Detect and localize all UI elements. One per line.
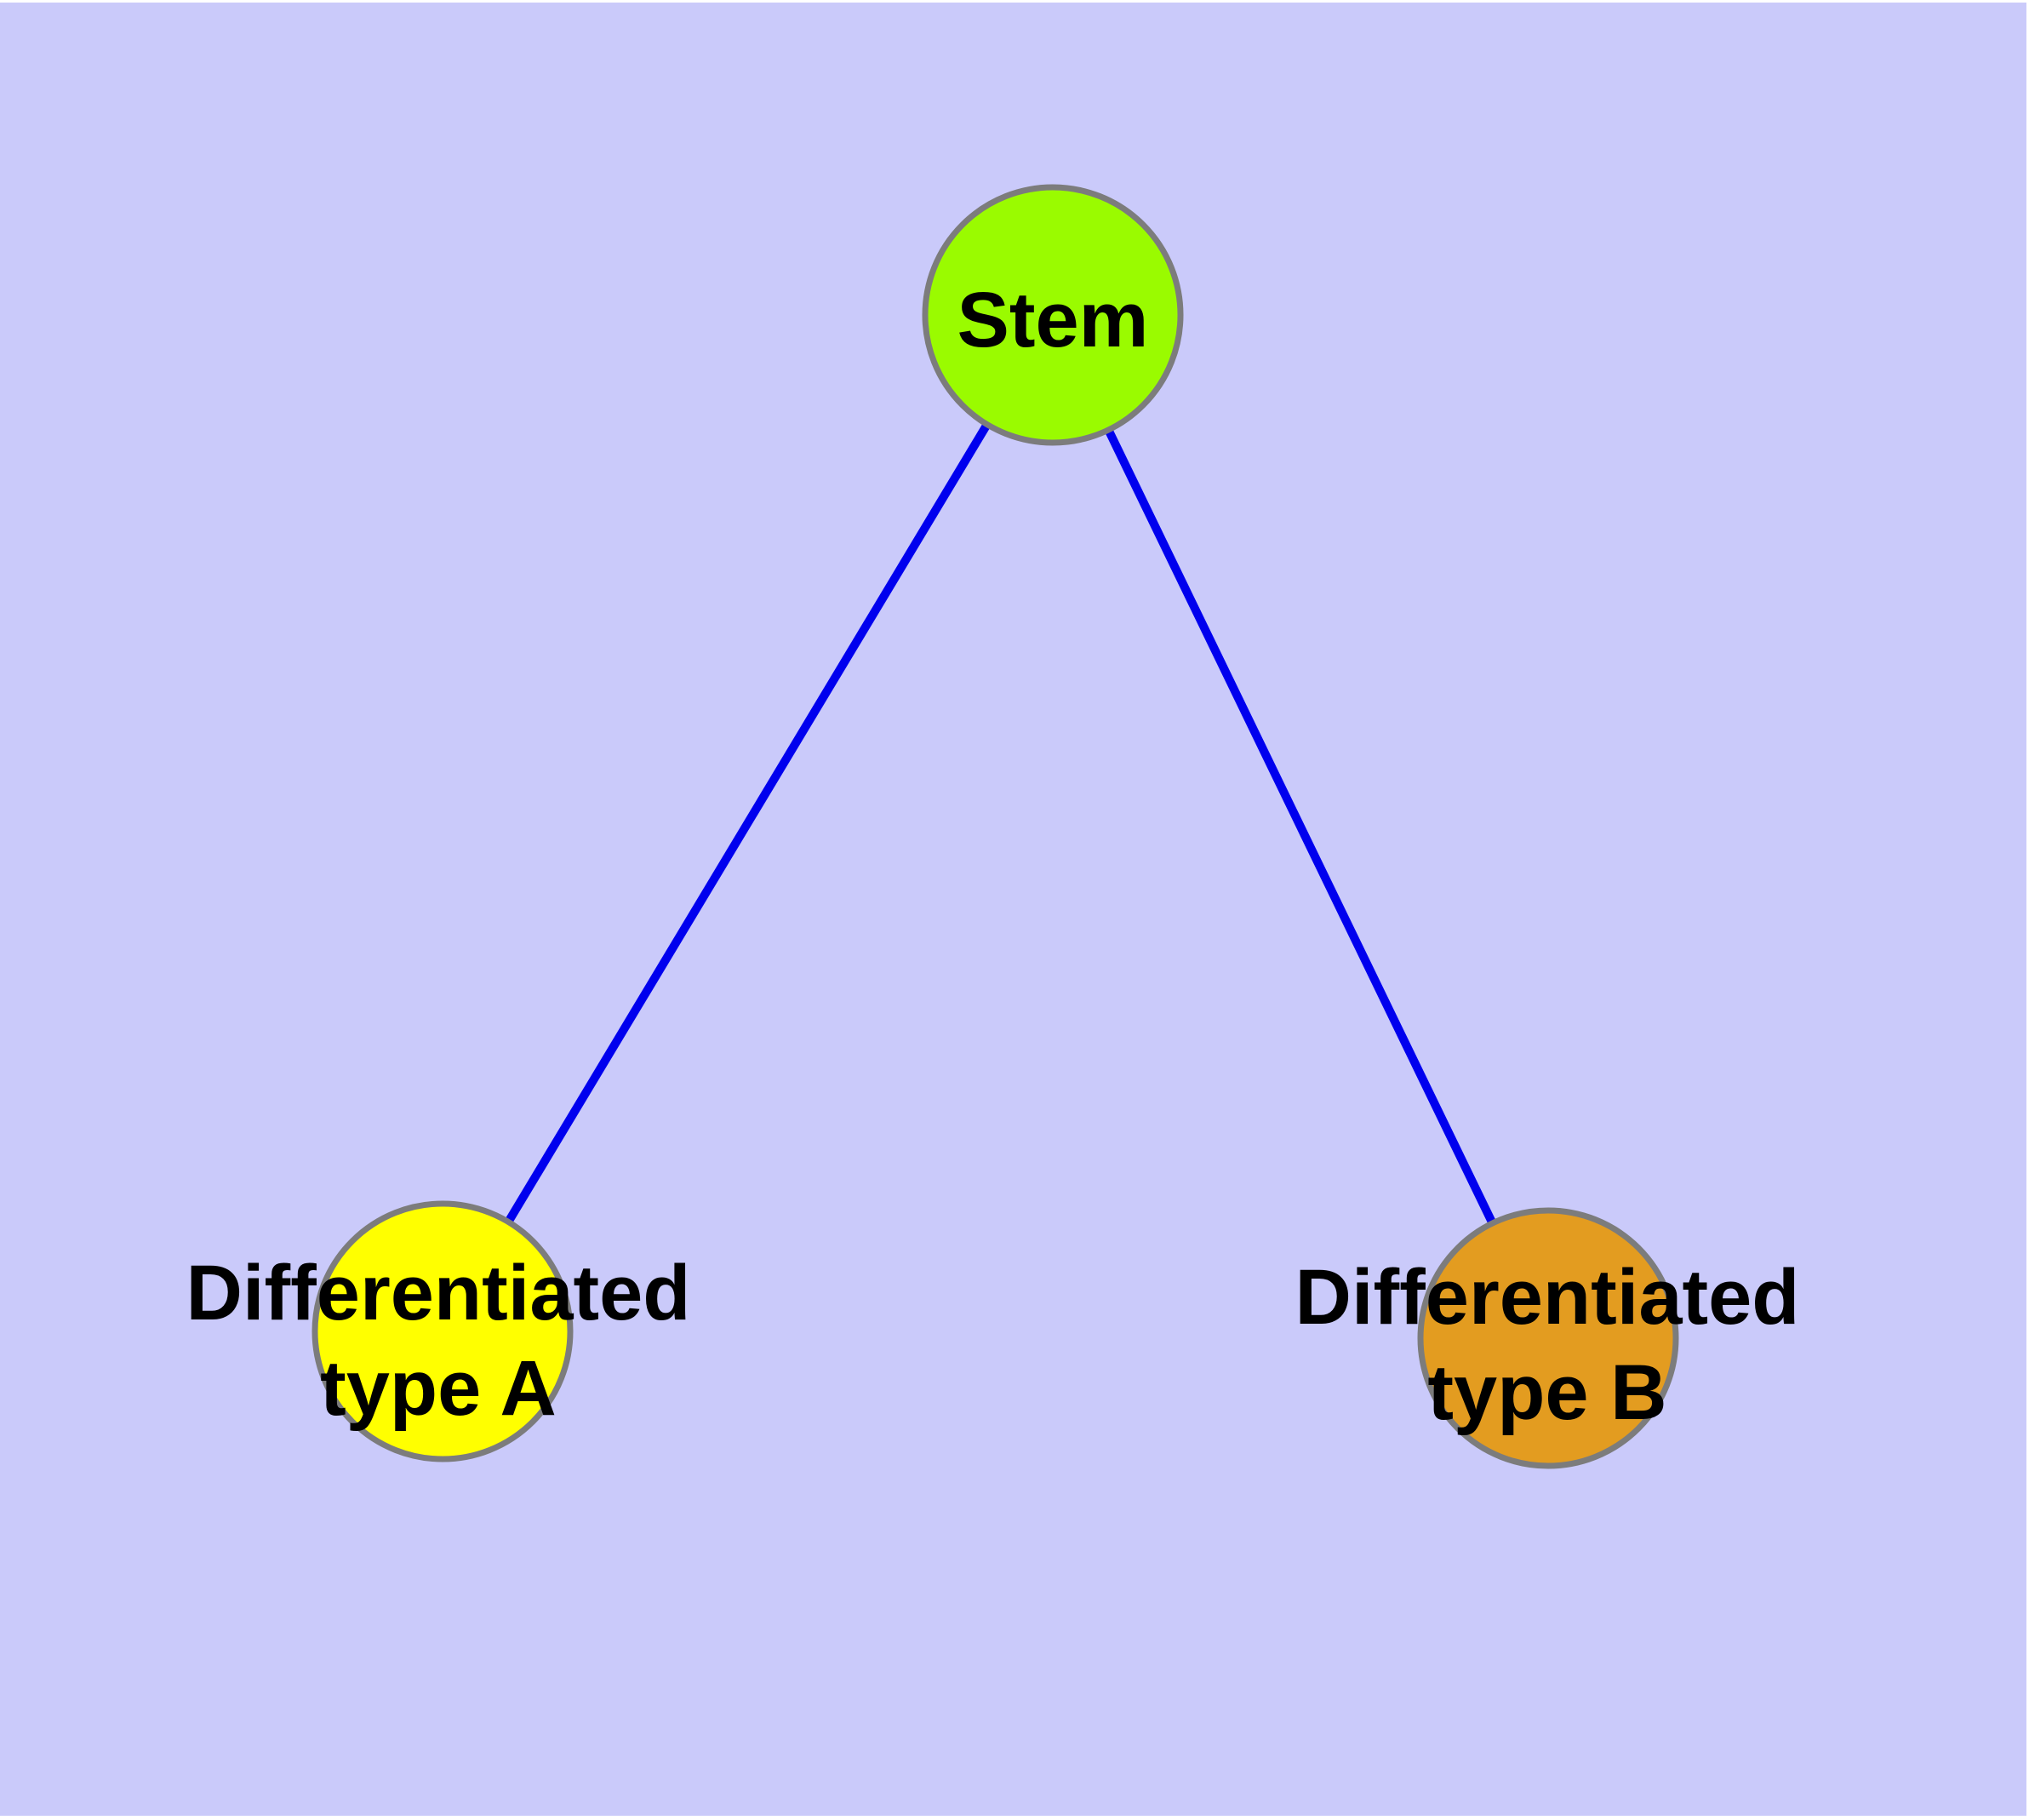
node-stem bbox=[922, 184, 1184, 446]
node-label-type-b-line-1: Differentiated bbox=[1295, 1254, 1800, 1341]
node-differentiated-type-a bbox=[311, 1200, 574, 1462]
node-label-stem-line: Stem bbox=[957, 277, 1149, 363]
node-differentiated-type-b bbox=[1417, 1207, 1679, 1469]
node-label-differentiated-type-a: Differentiated type A bbox=[186, 1245, 691, 1436]
edge-stem-to-type-a bbox=[438, 312, 1057, 1334]
node-label-type-b-line-2: type B bbox=[1427, 1349, 1667, 1436]
node-label-differentiated-type-b: Differentiated type B bbox=[1295, 1250, 1800, 1440]
node-label-stem: Stem bbox=[957, 272, 1149, 368]
node-label-type-a-line-2: type A bbox=[320, 1345, 557, 1432]
edge-stem-to-type-b bbox=[1049, 312, 1552, 1341]
node-label-type-a-line-1: Differentiated bbox=[186, 1250, 691, 1336]
